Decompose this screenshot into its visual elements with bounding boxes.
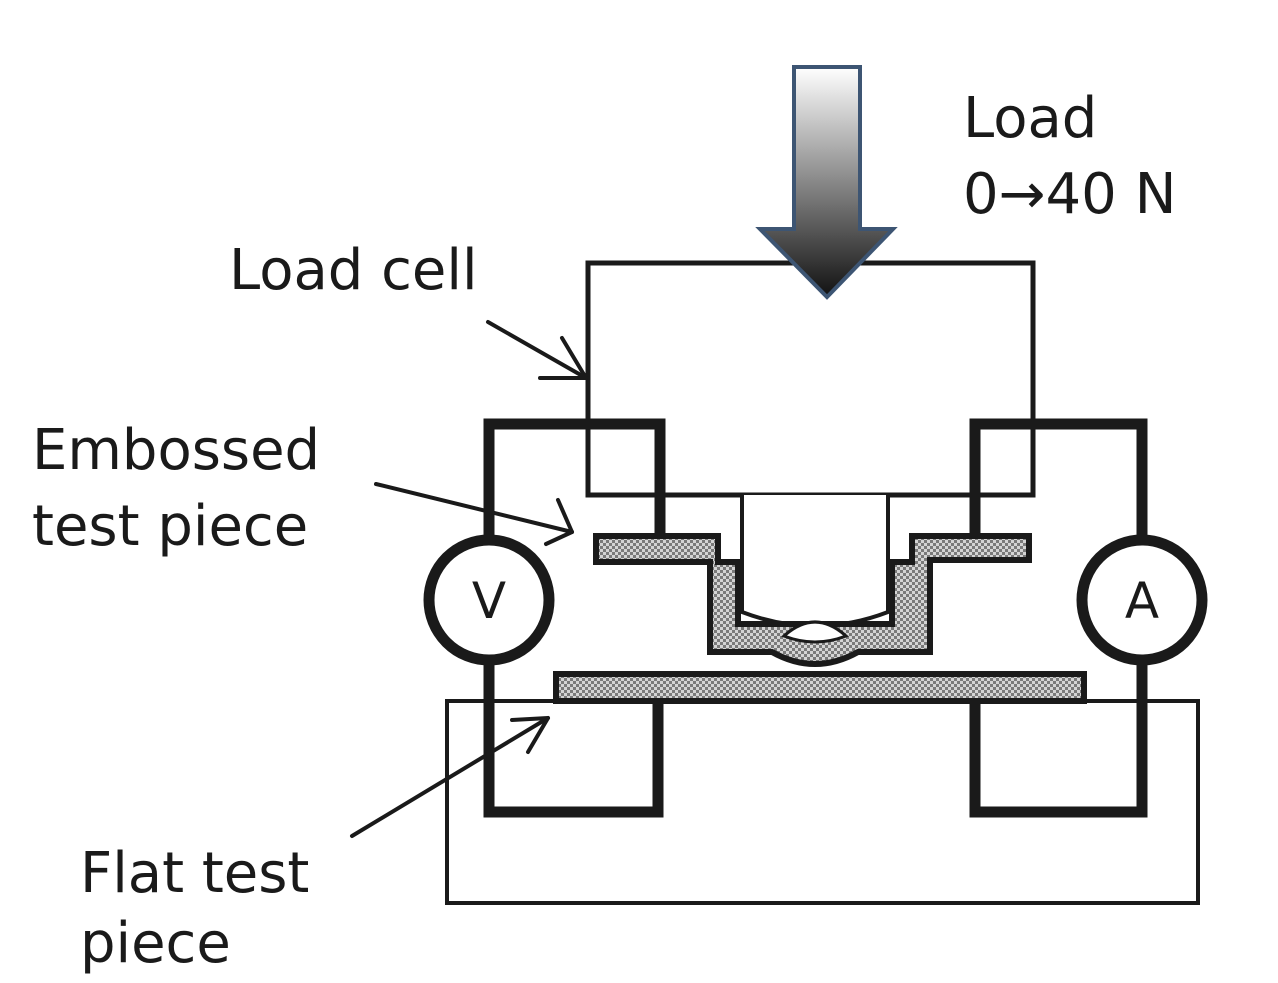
flat-label-line2: piece (80, 911, 231, 976)
ammeter-circuit-wires (969, 418, 1148, 818)
embossed-label-line2: test piece (32, 494, 309, 559)
load-cell-arrowhead-icon (538, 336, 588, 380)
embossed-test-piece (593, 533, 1032, 667)
load-label-line2: 0→40 N (963, 162, 1177, 227)
ammeter: A (1076, 534, 1208, 666)
emboss-dome (781, 620, 849, 644)
voltmeter-circuit-wires (483, 418, 666, 818)
voltmeter-label: V (472, 572, 506, 630)
voltmeter: V (423, 534, 555, 666)
embossed-pointer (374, 482, 574, 534)
load-cell-pointer (486, 320, 588, 380)
leader-arrows (350, 320, 588, 838)
punch-probe (740, 495, 890, 628)
load-cell-label: Load cell (229, 238, 478, 303)
load-label-line1: Load (963, 86, 1098, 151)
embossed-arrowhead-icon (544, 498, 574, 546)
base-fixture (445, 699, 1200, 905)
embossed-label-line1: Embossed (32, 418, 321, 483)
ammeter-label: A (1125, 572, 1159, 630)
flat-test-piece (553, 671, 1087, 704)
load-arrow-icon (755, 65, 898, 300)
flat-label-line1: Flat test (80, 841, 310, 906)
flat-pointer (350, 716, 550, 838)
flat-arrowhead-icon (510, 716, 550, 754)
